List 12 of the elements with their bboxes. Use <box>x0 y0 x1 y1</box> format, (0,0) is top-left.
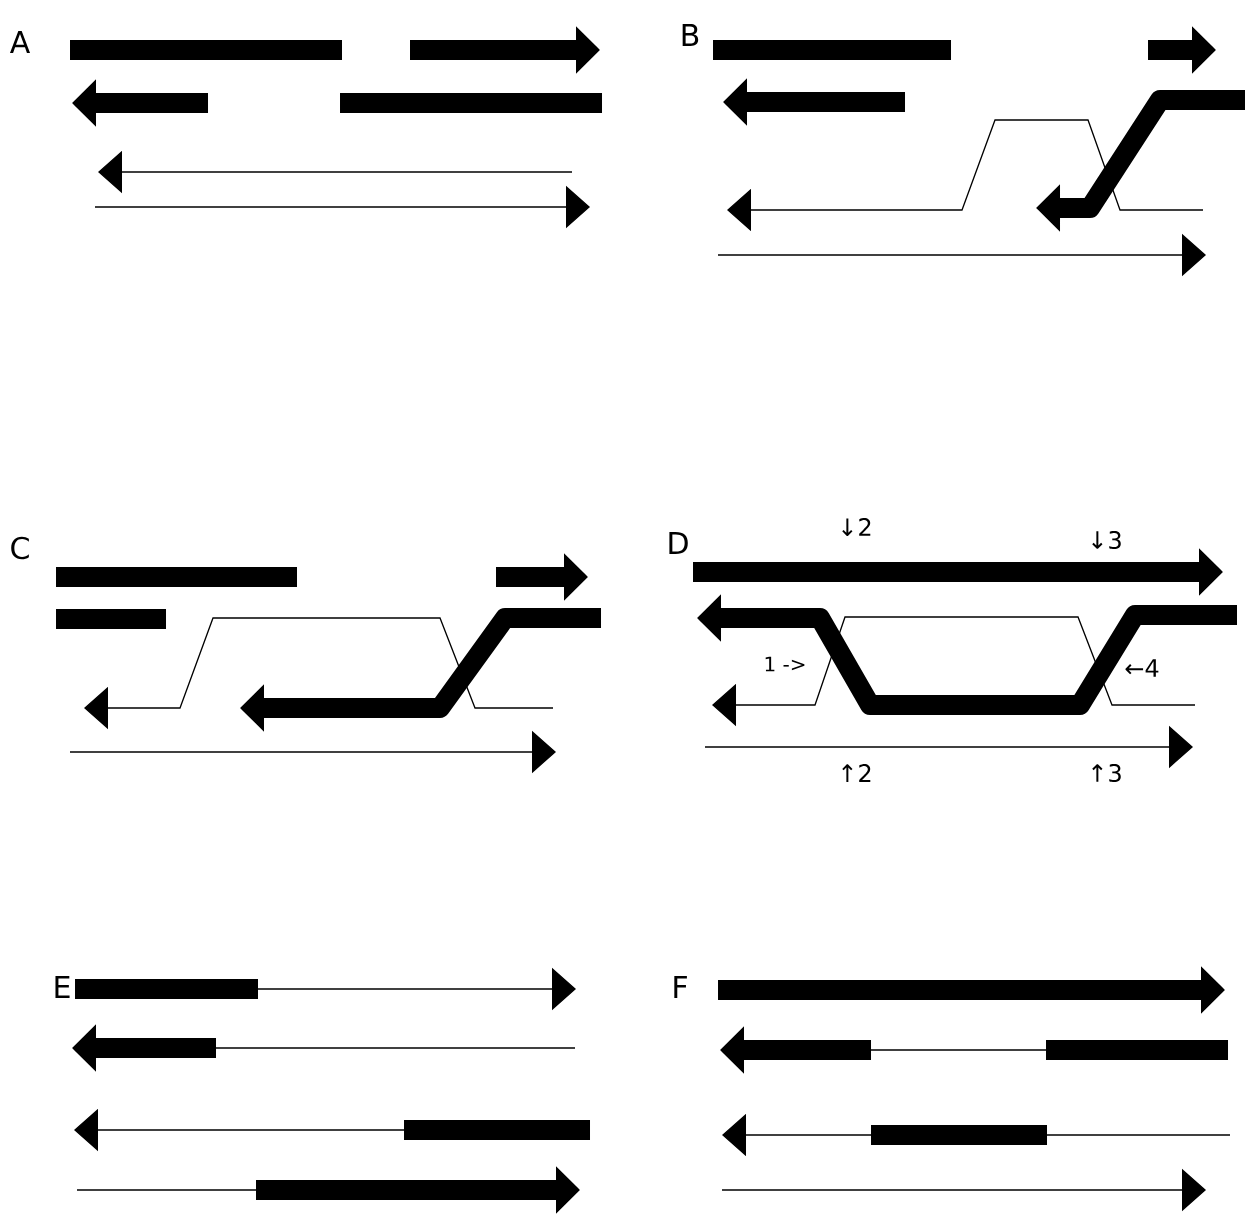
panel-label: E <box>55 976 70 998</box>
panel-label: ↑3 <box>1092 763 1121 783</box>
panel-label: 1 -> <box>765 656 805 672</box>
panel-label: B <box>682 24 699 46</box>
panel-label: ←4 <box>1125 659 1159 677</box>
panel-label: A <box>10 31 30 53</box>
panel-label: ↑2 <box>842 764 871 782</box>
panel-label: D <box>669 532 688 554</box>
panel-label: F <box>674 976 687 998</box>
panel-label: C <box>11 536 29 560</box>
panel-label: ↓2 <box>842 518 871 536</box>
panel-label: ↓3 <box>1092 530 1121 550</box>
